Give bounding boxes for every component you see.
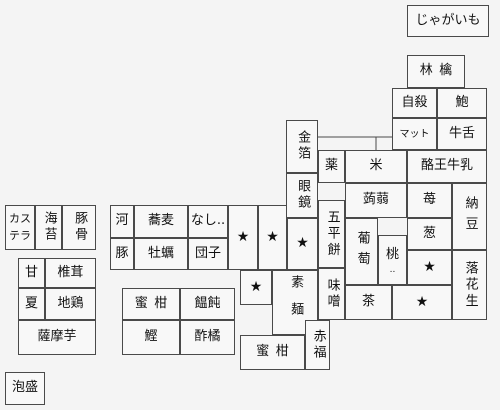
cell-nashi: なし.. bbox=[188, 205, 228, 238]
cell-nori: 海苔 bbox=[35, 205, 62, 250]
cell-rakkasei: 落花生 bbox=[452, 250, 487, 320]
cell-satsumaimo: 薩摩芋 bbox=[18, 320, 96, 355]
cell-gohei: 五平餅 bbox=[318, 200, 345, 268]
cell-natsu: 夏 bbox=[18, 288, 45, 320]
cell-momo-label: 桃 bbox=[385, 246, 399, 262]
cell-dango: 団子 bbox=[188, 238, 228, 270]
cell-cha: 茶 bbox=[345, 285, 392, 320]
cell-momo: 桃 .. bbox=[378, 235, 407, 285]
cell-mikan: 蜜柑 bbox=[122, 288, 180, 320]
star-marker: ★ bbox=[258, 205, 287, 270]
cell-soumen: 素麺 bbox=[272, 270, 318, 335]
cell-matto: マット bbox=[392, 118, 437, 150]
cell-budou: 葡萄 bbox=[345, 218, 378, 285]
cell-akafuku: 赤福 bbox=[305, 320, 330, 370]
cell-rakuou: 酪王牛乳 bbox=[407, 150, 487, 183]
cell-kinpaku: 金箔 bbox=[286, 120, 318, 173]
cell-castella: カステラ bbox=[5, 205, 35, 250]
cell-jisatsu: 自殺 bbox=[392, 88, 437, 118]
cell-mikan-kinki: 蜜柑 bbox=[240, 335, 305, 370]
cell-sudachi: 酢橘 bbox=[180, 320, 235, 355]
cell-tonkotsu: 豚骨 bbox=[62, 205, 96, 250]
cell-jagaimo: じゃがいも bbox=[407, 5, 489, 37]
cell-momo-dots: .. bbox=[389, 265, 396, 276]
cell-soba: 蕎麦 bbox=[134, 205, 188, 238]
cell-katsuo: 鰹 bbox=[122, 320, 180, 355]
cell-kawa: 河 bbox=[110, 205, 134, 238]
cell-konnyaku: 蒟蒻 bbox=[345, 183, 407, 218]
cell-kaki: 牡蠣 bbox=[134, 238, 188, 270]
cell-kusuri: 薬 bbox=[318, 150, 345, 183]
cell-gyutan: 牛舌 bbox=[437, 118, 487, 150]
star-marker: ★ bbox=[240, 270, 272, 305]
star-marker: ★ bbox=[228, 205, 258, 270]
cell-miso: 味噌 bbox=[318, 268, 345, 320]
cell-megane: 眼鏡 bbox=[286, 173, 318, 218]
cell-jidori: 地鶏 bbox=[45, 288, 96, 320]
cell-shiitake: 椎茸 bbox=[45, 258, 96, 288]
cell-natto: 納豆 bbox=[452, 183, 487, 250]
cell-kome: 米 bbox=[345, 150, 407, 183]
cell-awabi: 鮑 bbox=[437, 88, 487, 118]
star-marker: ★ bbox=[287, 218, 318, 270]
cell-udon: 饂飩 bbox=[180, 288, 235, 320]
cell-negi: 葱 bbox=[407, 218, 452, 250]
star-marker: ★ bbox=[407, 250, 452, 285]
cell-ichigo: 苺 bbox=[407, 183, 452, 218]
star-marker: ★ bbox=[392, 285, 452, 320]
cell-ama: 甘 bbox=[18, 258, 45, 288]
cell-buta: 豚 bbox=[110, 238, 134, 270]
cell-awamori: 泡盛 bbox=[5, 372, 45, 405]
cell-ringo: 林檎 bbox=[407, 55, 465, 88]
